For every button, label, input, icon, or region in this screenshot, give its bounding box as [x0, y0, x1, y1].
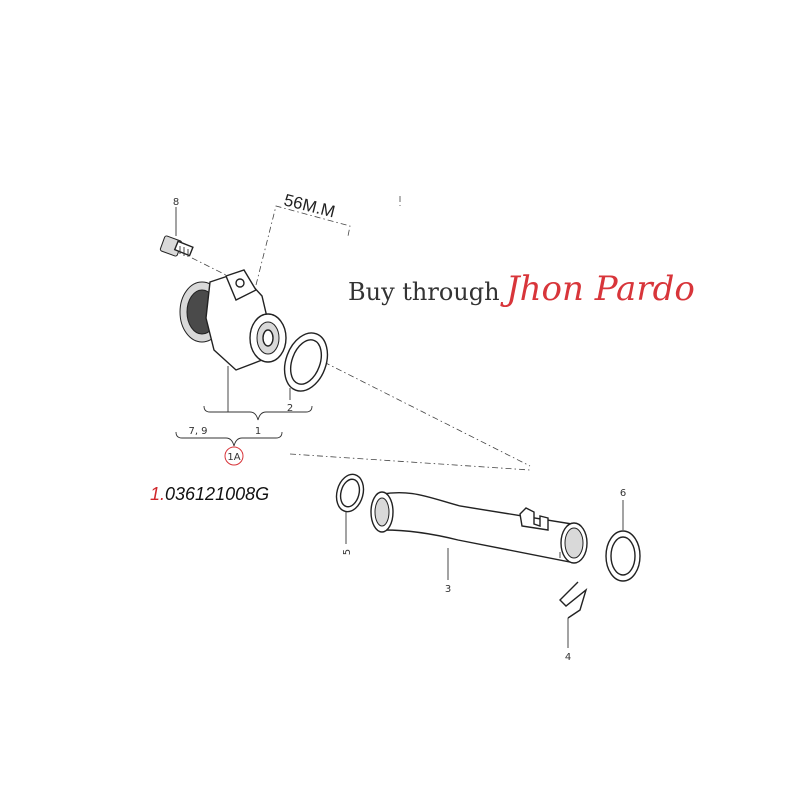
callout-pump-parts: 7, 9 — [188, 426, 207, 437]
buy-through-label: Buy through — [348, 278, 500, 306]
part-number-index: 1. — [150, 484, 165, 504]
pump-gasket-part — [283, 332, 329, 400]
part-number-code: 036121008G — [165, 484, 269, 504]
o-ring-right-part — [605, 500, 641, 582]
callout-gasket: 2 — [287, 403, 293, 414]
callout-clip: 4 — [565, 652, 571, 663]
pipe-axis-line — [289, 453, 531, 471]
leader-lines — [191, 196, 531, 471]
bolt-axis-line — [191, 257, 229, 277]
callout-assembly: 1A — [227, 452, 240, 463]
dimension-label: 56M.M — [282, 190, 337, 221]
bolt-part — [159, 207, 194, 257]
callout-pipe: 3 — [445, 584, 451, 595]
assembly-highlight-circle — [224, 446, 244, 466]
retaining-clip-part — [559, 581, 588, 648]
gasket-axis-line — [299, 349, 531, 467]
callout-o-ring-right: 6 — [620, 488, 626, 499]
callout-pump: 1 — [255, 426, 261, 437]
dimension-leader — [255, 205, 351, 286]
o-ring-left-part — [335, 473, 365, 544]
grouping-brackets — [175, 405, 313, 447]
seller-name: Jhon Pardo — [500, 269, 695, 309]
callout-bolt: 8 — [173, 197, 179, 208]
callout-o-ring-left: 5 — [342, 549, 353, 555]
coolant-pipe-part — [370, 491, 588, 580]
water-pump-part — [179, 269, 287, 412]
part-number-label: 1.036121008G — [150, 484, 269, 504]
